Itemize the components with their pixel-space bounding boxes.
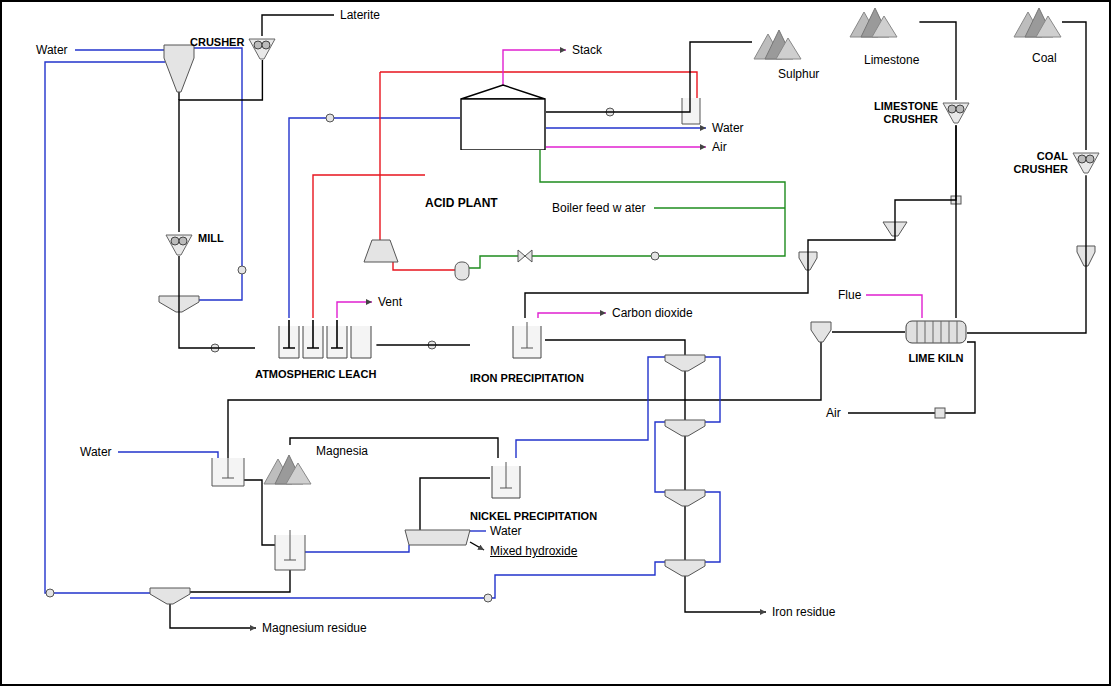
stream-label: Boiler feed w ater bbox=[552, 201, 645, 215]
stream-label: Laterite bbox=[340, 8, 380, 22]
stockpile: Magnesia bbox=[262, 445, 368, 485]
tanks4-symbol bbox=[277, 318, 372, 360]
gas-lines bbox=[337, 50, 922, 318]
acid-plant: ACID PLANT bbox=[425, 84, 546, 211]
tank-symbol bbox=[490, 458, 522, 500]
stream-label: Air bbox=[712, 140, 727, 154]
pile-symbol bbox=[1012, 6, 1062, 38]
unit-label: Sulphur bbox=[778, 68, 819, 82]
crusher-symbol bbox=[248, 36, 276, 60]
crusher-unit: LIMESTONE CRUSHER bbox=[868, 100, 970, 125]
stream-label: Water bbox=[80, 445, 112, 459]
process-stream bbox=[919, 22, 956, 100]
process-stream bbox=[313, 175, 425, 318]
unit-label: NICKEL PRECIPITATION bbox=[470, 510, 597, 523]
stream-label: Vent bbox=[378, 295, 402, 309]
lime-kiln: LIME KILN bbox=[905, 318, 967, 365]
unit-label: ACID PLANT bbox=[425, 197, 498, 211]
crusher-unit: CRUSHER bbox=[190, 36, 276, 60]
boiler-water-lines bbox=[469, 150, 785, 268]
stream-label: Water bbox=[712, 121, 744, 135]
crusher-symbol bbox=[165, 232, 193, 256]
process-stream bbox=[376, 344, 470, 345]
unit-label: Magnesia bbox=[316, 445, 368, 459]
house-symbol bbox=[460, 84, 546, 150]
stream-label: Flue bbox=[838, 288, 861, 302]
stream-label: Iron residue bbox=[772, 605, 835, 619]
stream-label: Air bbox=[826, 406, 841, 420]
unit-label: ATMOSPHERIC LEACH bbox=[255, 368, 376, 381]
stockpile: Sulphur bbox=[752, 28, 819, 82]
unit-label: LIME KILN bbox=[909, 352, 964, 365]
unit-label: LIMESTONE CRUSHER bbox=[868, 100, 938, 125]
unit-label: CRUSHER bbox=[190, 36, 244, 49]
crusher-unit: COAL CRUSHER bbox=[1010, 150, 1100, 175]
stockpile: Coal bbox=[1012, 6, 1062, 66]
stream-label: Mixed hydroxide bbox=[490, 544, 577, 558]
unit-label: MILL bbox=[198, 232, 224, 245]
stockpile: Limestone bbox=[848, 6, 919, 68]
unit-label: COAL CRUSHER bbox=[1010, 150, 1068, 175]
precipitation-tank: NICKEL PRECIPITATION bbox=[470, 458, 597, 523]
process-stream bbox=[546, 42, 752, 112]
pile-symbol bbox=[848, 6, 898, 38]
kiln-symbol bbox=[905, 318, 967, 346]
stream-label: Water bbox=[490, 524, 522, 538]
stream-label: Water bbox=[36, 43, 68, 57]
process-stream bbox=[1062, 22, 1086, 150]
process-stream bbox=[290, 438, 498, 458]
stream-label: Stack bbox=[572, 43, 602, 57]
unit-label: Coal bbox=[1032, 52, 1057, 66]
stream-label: Carbon dioxide bbox=[612, 306, 693, 320]
unit-label: Limestone bbox=[864, 54, 919, 68]
stream-label: Magnesium residue bbox=[262, 621, 367, 635]
process-stream bbox=[179, 60, 262, 232]
unit-label: IRON PRECIPITATION bbox=[470, 372, 584, 385]
crusher-symbol bbox=[1072, 150, 1100, 174]
precipitation-tank: IRON PRECIPITATION bbox=[470, 318, 584, 385]
equipment-symbols bbox=[46, 45, 1095, 604]
tank-symbol bbox=[511, 318, 543, 360]
process-stream bbox=[525, 125, 956, 318]
mill-unit: MILL bbox=[165, 232, 224, 256]
pile-symbol bbox=[262, 453, 312, 485]
crusher-symbol bbox=[942, 100, 970, 124]
slurry-lines bbox=[170, 15, 975, 628]
water-lines bbox=[45, 48, 720, 598]
process-stream bbox=[967, 175, 1086, 333]
steam-lines bbox=[380, 72, 697, 270]
leach-tanks: ATMOSPHERIC LEACH bbox=[255, 318, 376, 381]
process-stream bbox=[179, 256, 255, 348]
pile-symbol bbox=[752, 28, 802, 60]
